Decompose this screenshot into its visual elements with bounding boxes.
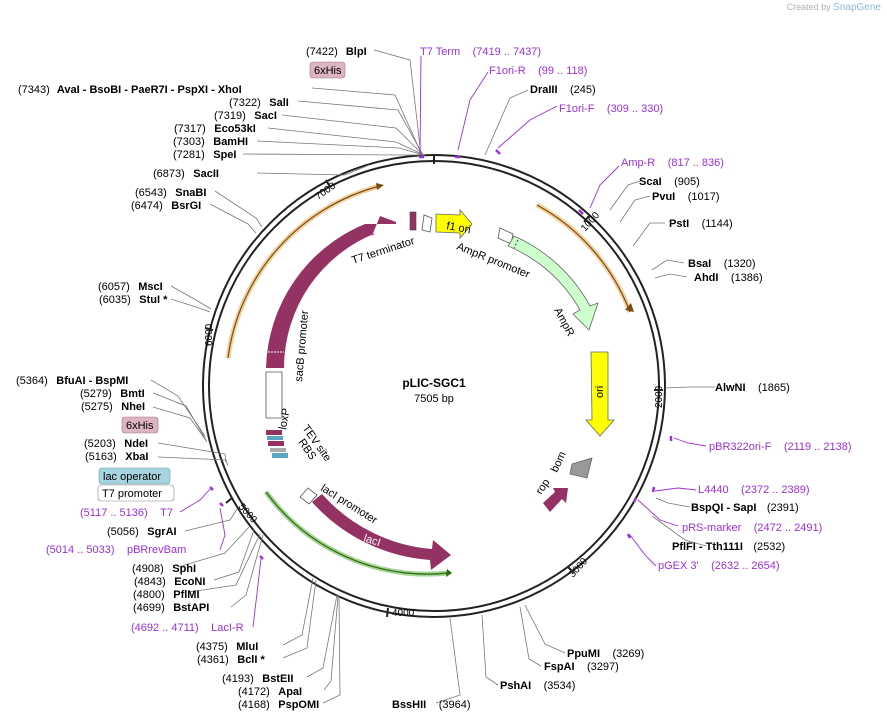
tick-6000: 6000 [204,323,215,346]
primer-pbr322ori-f[interactable]: pBR322ori-F (2119 .. 2138) [709,437,852,454]
site-blpi[interactable]: (7422) BlpI [306,46,367,58]
feature-his-block[interactable] [266,430,282,435]
primer-t7term[interactable]: T7 Term (7419 .. 7437) [420,42,541,59]
primer-t7[interactable]: (5117 .. 5136) T7 [80,503,173,520]
primer-amp-r[interactable]: Amp-R (817 .. 836) [621,153,724,170]
site-bsteii[interactable]: (4193) BstEII [222,669,293,686]
site-sacii[interactable]: (6873) SacII [153,164,219,181]
site-pshai[interactable]: PshAI (3534) [500,676,575,693]
badge-6xhis-left[interactable]: 6xHis [121,416,159,434]
site-saci[interactable]: (7319) SacI [214,106,277,123]
feature-sacb-promoter-label: sacB promoter [293,310,311,383]
feature-ori[interactable] [585,351,615,437]
primer-prs-marker[interactable]: pRS-marker (2472 .. 2491) [682,518,822,535]
site-eco53ki[interactable]: (7317) Eco53kI [174,119,256,136]
feature-bom[interactable] [569,457,593,479]
primer-pgex3[interactable]: pGEX 3' (2632 .. 2654) [658,556,780,573]
watermark-prefix: Created by [786,2,831,12]
site-bsrgi[interactable]: (6474) BsrGI [131,196,201,213]
svg-text:T7 promoter: T7 promoter [102,488,162,500]
orf-arrow-sacb [376,183,384,190]
site-ahdi[interactable]: AhdI (1386) [694,268,763,285]
feature-sacb-label: SacB [313,283,333,312]
site-bcli[interactable]: (4361) BclI * [197,650,265,667]
site-mlui[interactable]: (4375) MluI [196,637,258,654]
primer-l4440[interactable]: L4440 (2372 .. 2389) [698,480,810,497]
site-apai[interactable]: (4172) ApaI [238,682,302,699]
primer-marks [209,149,673,560]
feature-laci-promoter[interactable] [299,487,318,505]
site-draiii[interactable]: DraIII (245) [530,80,596,97]
snapgene-brand: SnapGene [833,2,881,13]
site-psti[interactable]: PstI (1144) [669,214,733,231]
primer-f1ori-r[interactable]: F1ori-R (99 .. 118) [489,61,587,78]
site-alwni[interactable]: AlwNI (1865) [715,378,790,395]
tick-4000: 4000 [392,608,415,619]
site-econi[interactable]: (4843) EcoNI [134,572,205,589]
feature-f1ori[interactable] [435,208,473,240]
site-bamhi[interactable]: (7303) BamHI [173,132,248,149]
svg-text:lac operator: lac operator [103,471,161,483]
primer-leaders [179,55,707,628]
site-xhoi[interactable]: (7343) AvaI - BsoBI - PaeR7I - PspXI - X… [18,84,242,96]
feature-ori-label: ori [594,386,606,398]
feature-bom-label: bom [549,450,569,474]
feature-f1ori-label: f1 ori [445,220,471,236]
primer-f1ori-f[interactable]: F1ori-F (309 .. 330) [559,99,663,116]
feature-sacb[interactable] [266,216,396,368]
site-msci[interactable]: (6057) MscI [98,277,163,294]
tick-marks [204,155,663,618]
site-ndei[interactable]: (5203) NdeI [84,434,148,451]
primer-pbrrevbam[interactable]: (5014 .. 5033) pBRrevBam [46,540,186,557]
plasmid-size: 7505 bp [414,393,454,405]
feature-rop[interactable] [543,488,568,512]
badge-lac-operator[interactable]: lac operator [98,467,171,485]
site-pvui[interactable]: PvuI (1017) [652,187,719,204]
site-bspmi[interactable]: (5364) BfuAI - BspMI [16,371,128,388]
site-sgrai[interactable]: (5056) SgrAI [107,522,177,539]
site-bsai[interactable]: BsaI (1320) [688,254,756,271]
site-ppumi[interactable]: PpuMI (3269) [567,644,644,661]
feature-rop-label: rop [534,477,553,497]
site-tth111i[interactable]: PflFI - Tth111I (2532) [672,537,785,554]
site-xbai[interactable]: (5163) XbaI [85,447,148,464]
orf-arrow-ampr [625,303,634,312]
tick-2000: 2000 [654,385,665,408]
site-bmti[interactable]: (5279) BmtI [80,384,145,401]
badge-6xhis-top[interactable]: 6xHis [309,61,346,79]
site-leaders [150,49,715,704]
site-pflmi[interactable]: (4800) PflMI [133,585,200,602]
plasmid-name: pLIC-SGC1 [402,376,466,390]
primer-laci-r[interactable]: (4692 .. 4711) LacI-R [131,618,244,635]
site-pspomi[interactable]: (4168) PspOMI [238,695,319,712]
site-sapi[interactable]: BspQI - SapI (2391) [691,498,799,515]
feature-ampr[interactable] [507,235,599,331]
site-stui[interactable]: (6035) StuI * [99,290,168,307]
orf-arrow-laci [446,569,452,577]
site-scai[interactable]: ScaI (905) [639,172,700,189]
feature-t7-terminator[interactable] [409,211,417,231]
site-sphi[interactable]: (4908) SphI [132,559,196,576]
feature-sacb-promoter[interactable] [265,371,283,419]
feature-ampr-label: AmpR [551,306,576,339]
site-bsshii[interactable]: BssHII (3964) [392,695,471,712]
badge-t7-promoter[interactable]: T7 promoter [97,484,175,502]
site-sali[interactable]: (7322) SalI [229,93,289,110]
feature-laci-label: lacI [362,532,382,549]
watermark: Created by SnapGene [787,2,881,13]
svg-text:6xHis: 6xHis [126,420,154,432]
feature-laci[interactable] [312,494,451,570]
site-nhei[interactable]: (5275) NheI [81,397,145,414]
svg-text:6xHis: 6xHis [314,65,342,77]
feature-loxp-label: loxP [277,407,293,430]
site-bstapi[interactable]: (4699) BstAPI [133,598,209,615]
site-snabi[interactable]: (6543) SnaBI [135,183,206,200]
site-fspai[interactable]: FspAI (3297) [544,657,619,674]
site-spei[interactable]: (7281) SpeI [173,145,236,162]
